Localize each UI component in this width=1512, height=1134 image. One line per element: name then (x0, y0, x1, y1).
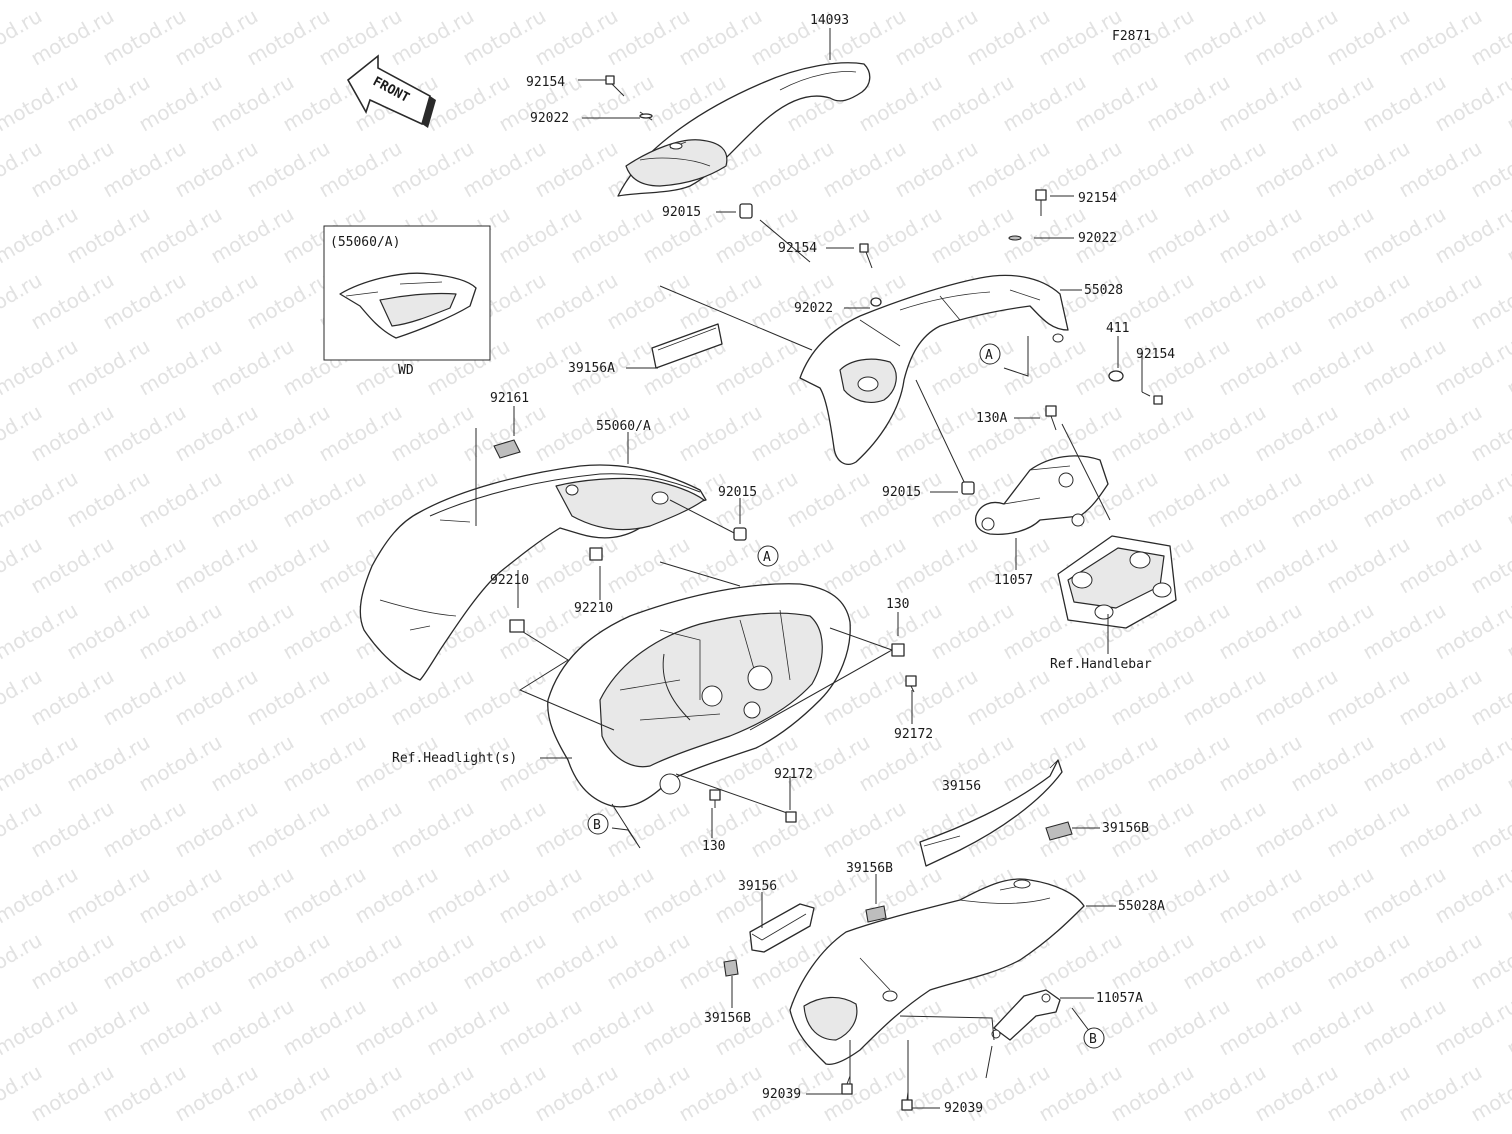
pad-39156B-mid (865, 905, 887, 923)
label-92161: 92161 (490, 391, 529, 406)
svg-text:A: A (763, 550, 771, 565)
ref-circle-b2: B (1083, 1027, 1105, 1049)
label-92210: 92210 (574, 601, 613, 616)
watermark-text: motod.ru (495, 0, 586, 4)
svg-text:B: B (593, 818, 601, 833)
inset-title: (55060/A) (330, 235, 400, 250)
label-39156: 39156 (942, 779, 981, 794)
label-55060A: 55060/A (596, 419, 651, 434)
watermark-text: motod.ru (207, 0, 298, 4)
label-92039: 92039 (944, 1101, 983, 1116)
svg-text:B: B (1089, 1032, 1097, 1047)
label-39156B: 39156B (1102, 821, 1149, 836)
label-55028: 55028 (1084, 283, 1123, 298)
cover-14093 (617, 62, 871, 197)
label-92022: 92022 (1078, 231, 1117, 246)
watermark-text: motod.ru (711, 0, 802, 4)
watermark-text: motod.ru (423, 0, 514, 4)
inset-caption: WD (398, 363, 414, 378)
watermark-text: motod.ru (927, 0, 1018, 4)
watermark-text: motod.ru (135, 0, 226, 4)
label-92039: 92039 (762, 1087, 801, 1102)
label-411: 411 (1106, 321, 1129, 336)
label-92154: 92154 (1078, 191, 1117, 206)
label-92022: 92022 (794, 301, 833, 316)
sponge-39156-right (919, 759, 1063, 867)
label-92015: 92015 (882, 485, 921, 500)
label-ref-handlebar: Ref.Handlebar (1050, 657, 1152, 672)
watermark-text: motod.ru (783, 0, 874, 4)
label-39156B: 39156B (704, 1011, 751, 1026)
label-92154: 92154 (1136, 347, 1175, 362)
pad-39156B-right (1045, 821, 1073, 841)
label-130: 130 (886, 597, 909, 612)
watermark-text: motod.ru (1071, 0, 1162, 4)
label-14093: 14093 (810, 13, 849, 28)
svg-text:A: A (985, 348, 993, 363)
watermark-text: motod.ru (1215, 0, 1306, 4)
handlebar-clamp (1057, 535, 1177, 629)
watermark-text: motod.ru (1143, 0, 1234, 4)
label-11057: 11057 (994, 573, 1033, 588)
sponge-39156A (651, 323, 723, 369)
label-92172: 92172 (774, 767, 813, 782)
label-130A: 130A (976, 411, 1007, 426)
ref-circle-a1: A (979, 343, 1001, 365)
ref-circle-a2: A (757, 545, 779, 567)
figure-code: F2871 (1112, 29, 1151, 44)
part-labels: 14093 92154 92022 92015 92154 92022 9215… (392, 13, 1175, 1116)
watermark-text: motod.ru (567, 0, 658, 4)
label-92210: 92210 (490, 573, 529, 588)
headlight-assembly (547, 583, 851, 808)
inset-box: (55060/A) WD (323, 225, 491, 378)
sponge-39156-left (749, 903, 815, 953)
inner-cover-55028 (799, 274, 1069, 465)
watermark-text: motod.ru (0, 0, 82, 4)
cowl-55060A (359, 464, 707, 681)
label-92015: 92015 (718, 485, 757, 500)
label-92154: 92154 (778, 241, 817, 256)
label-130: 130 (702, 839, 725, 854)
label-92015: 92015 (662, 205, 701, 220)
fasteners (509, 75, 1163, 1111)
ref-circle-b1: B (587, 813, 609, 835)
label-ref-headlight: Ref.Headlight(s) (392, 751, 517, 766)
watermark-text: motod.ru (1287, 0, 1378, 4)
label-55028A: 55028A (1118, 899, 1165, 914)
watermark-text: motod.ru (279, 0, 370, 4)
watermark-text: motod.ru (63, 0, 154, 4)
watermark-text: motod.ru (639, 0, 730, 4)
watermark-text: motod.ru (855, 0, 946, 4)
watermark-text: motod.ru (1503, 0, 1512, 4)
watermark-text: motod.ru (1431, 0, 1512, 4)
label-92154: 92154 (526, 75, 565, 90)
watermark-text: motod.ru (1359, 0, 1450, 4)
label-39156A: 39156A (568, 361, 615, 376)
label-92022: 92022 (530, 111, 569, 126)
pad-39156B-left (723, 959, 739, 977)
pad-92161 (493, 439, 521, 459)
label-11057A: 11057A (1096, 991, 1143, 1006)
watermark-text: motod.ru (351, 0, 442, 4)
watermark-text: motod.ru (999, 0, 1090, 4)
label-39156: 39156 (738, 879, 777, 894)
label-92172: 92172 (894, 727, 933, 742)
inner-cover-55028A (789, 878, 1085, 1066)
label-39156B: 39156B (846, 861, 893, 876)
